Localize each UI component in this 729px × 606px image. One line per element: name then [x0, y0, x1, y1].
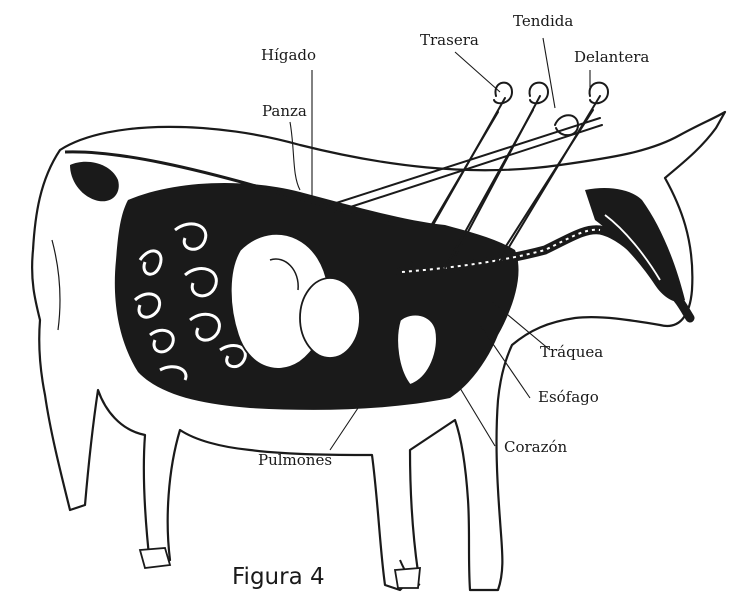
label-pulmones: Pulmones [258, 453, 332, 468]
label-tendida: Tendida [513, 14, 573, 29]
label-corazon: Corazón [504, 440, 567, 455]
label-esofago: Esófago [538, 390, 599, 405]
label-panza: Panza [262, 104, 307, 119]
hind-hoof [140, 548, 170, 568]
front-hoof [395, 568, 420, 588]
figure-caption: Figura 4 [232, 566, 325, 589]
label-traquea: Tráquea [540, 345, 603, 360]
label-delantera: Delantera [574, 50, 649, 65]
liver-shape [300, 278, 360, 358]
label-trasera: Trasera [420, 33, 479, 48]
label-higado: Hígado [261, 48, 316, 63]
